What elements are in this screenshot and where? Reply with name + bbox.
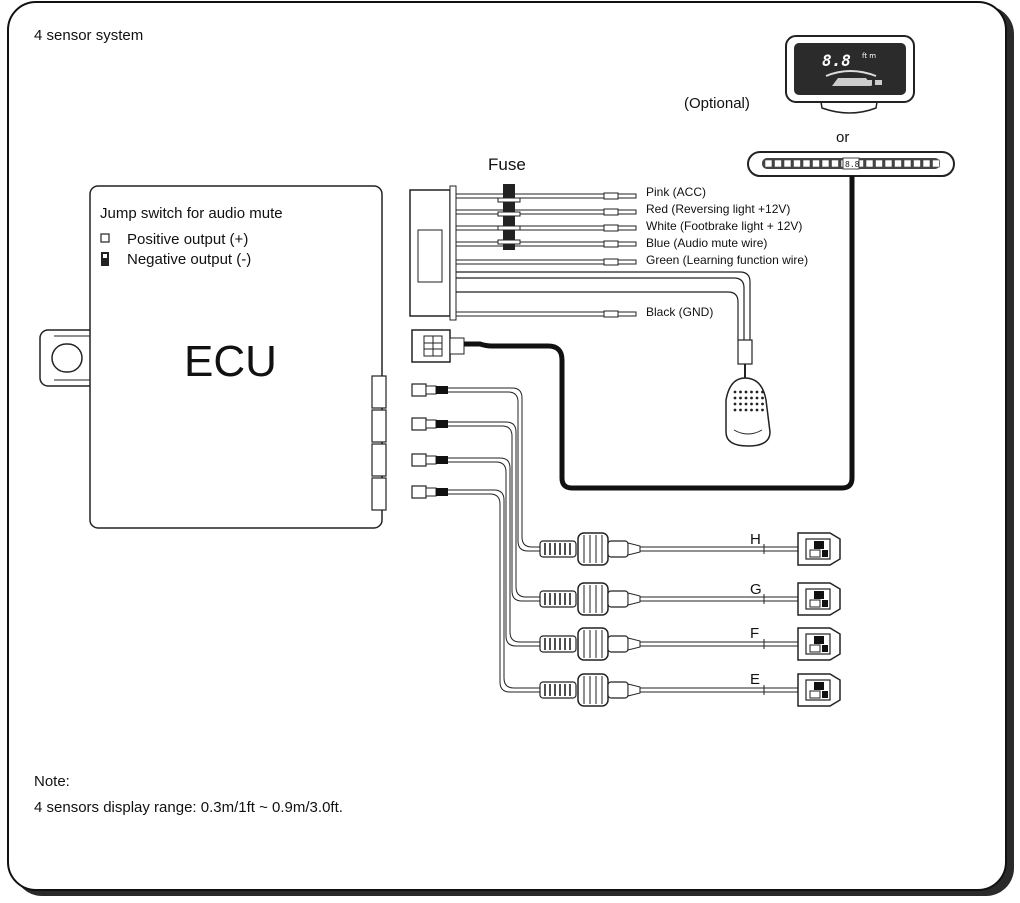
sensor-label-g: G: [750, 581, 762, 598]
led-bar-display: 8.8: [747, 151, 955, 177]
wire-label-white: White (Footbrake light + 12V): [646, 219, 802, 233]
power-harness: [409, 184, 751, 340]
lcd-display: 8.8 ft m: [785, 35, 915, 114]
sensor-cable: [411, 383, 800, 566]
sensor-label-h: H: [750, 531, 761, 548]
sensor-cable: [411, 417, 800, 616]
note-heading: Note:: [34, 773, 70, 790]
wire-label-green: Green (Learning function wire): [646, 253, 808, 267]
lcd-digits: 8.8: [822, 51, 851, 70]
sensor-label-e: E: [750, 671, 760, 688]
or-label: or: [836, 129, 849, 146]
wire-label-blue: Blue (Audio mute wire): [646, 236, 767, 250]
wire-labels: Pink (ACC) Red (Reversing light +12V) Wh…: [646, 185, 808, 319]
note-text: 4 sensors display range: 0.3m/1ft ~ 0.9m…: [34, 799, 343, 816]
lcd-unit: ft m: [862, 52, 876, 60]
sensor-group: [411, 383, 841, 707]
ultrasonic-sensor: [797, 673, 841, 707]
display-cable: [411, 176, 855, 491]
optional-label: (Optional): [684, 95, 750, 112]
positive-output-label: Positive output (+): [127, 231, 248, 248]
ultrasonic-sensor: [797, 582, 841, 616]
wire-label-pink: Pink (ACC): [646, 185, 706, 199]
sensor-cable: [411, 453, 800, 661]
ecu-box: Jump switch for audio mute Positive outp…: [39, 185, 387, 529]
negative-output-label: Negative output (-): [127, 251, 251, 268]
diagram-title: 4 sensor system: [34, 27, 143, 44]
sensor-cable: [411, 485, 800, 707]
ecu-label: ECU: [184, 337, 277, 386]
wire-label-red: Red (Reversing light +12V): [646, 202, 790, 216]
jump-switch-title: Jump switch for audio mute: [100, 205, 283, 222]
negative-switch-indicator: [101, 252, 109, 266]
ultrasonic-sensor: [797, 532, 841, 566]
positive-switch-indicator: [100, 233, 110, 243]
sensor-label-f: F: [750, 625, 759, 642]
buzzer: [725, 339, 771, 447]
wire-label-black: Black (GND): [646, 305, 713, 319]
led-digits: 8.8: [845, 160, 860, 169]
car-icon: [832, 78, 872, 86]
fuse-label: Fuse: [488, 155, 526, 174]
ultrasonic-sensor: [797, 627, 841, 661]
